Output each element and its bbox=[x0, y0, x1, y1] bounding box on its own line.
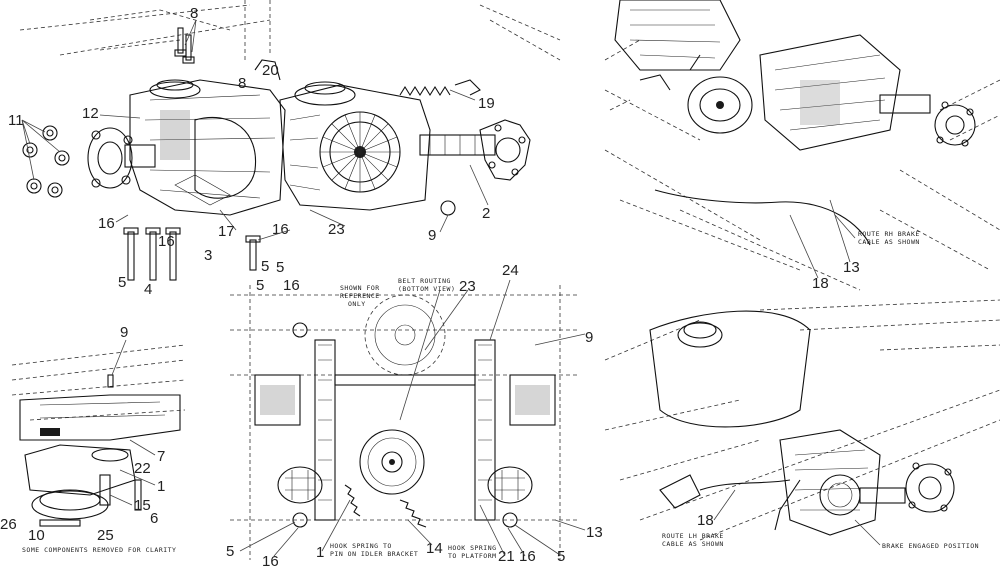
panel-lh-brake-engaged bbox=[604, 299, 1000, 541]
spring bbox=[399, 499, 427, 528]
callout-23: 23 bbox=[328, 221, 345, 238]
callout-26: 26 bbox=[0, 516, 17, 533]
callout-1: 1 bbox=[316, 544, 324, 561]
callout-16: 16 bbox=[98, 215, 115, 232]
callout-5: 5 bbox=[557, 548, 565, 565]
callout-18: 18 bbox=[812, 275, 829, 292]
callout-24: 24 bbox=[502, 262, 519, 279]
note-some-components: SOME COMPONENTS REMOVED FOR CLARITY bbox=[22, 546, 176, 554]
callout-6: 6 bbox=[150, 510, 158, 527]
left-transmission-bottom bbox=[254, 322, 336, 528]
panel-rh-brake-routing bbox=[604, 0, 1000, 291]
callout-16: 16 bbox=[158, 233, 175, 250]
note-belt-routing: BELT ROUTING(BOTTOM VIEW) bbox=[398, 277, 455, 293]
note-brake-engaged: BRAKE ENGAGED POSITION bbox=[882, 542, 979, 550]
right-axle-hub bbox=[419, 119, 531, 181]
callout-1: 1 bbox=[157, 478, 165, 495]
callout-5: 5 bbox=[261, 258, 269, 275]
idler-pulley bbox=[359, 429, 425, 495]
mounting-bolts bbox=[123, 27, 456, 281]
callout-20: 20 bbox=[262, 62, 279, 79]
callout-17: 17 bbox=[218, 223, 235, 240]
right-transmission-bottom bbox=[474, 339, 556, 528]
reference-pulley bbox=[364, 294, 446, 376]
callout-10: 10 bbox=[28, 527, 45, 544]
callout-2: 2 bbox=[482, 205, 490, 222]
callout-22: 22 bbox=[134, 460, 151, 477]
callout-8: 8 bbox=[190, 5, 198, 22]
callout-14: 14 bbox=[426, 540, 443, 557]
callout-3: 3 bbox=[204, 247, 212, 264]
callout-16: 16 bbox=[272, 221, 289, 238]
panel-idler-detail bbox=[11, 344, 186, 527]
right-transmission bbox=[279, 81, 431, 211]
callout-15: 15 bbox=[134, 497, 151, 514]
callout-5: 5 bbox=[256, 277, 264, 294]
return-spring bbox=[399, 85, 451, 97]
callout-9: 9 bbox=[428, 227, 436, 244]
callout-13: 13 bbox=[586, 524, 603, 541]
lug-nuts bbox=[22, 125, 70, 198]
callout-16: 16 bbox=[283, 277, 300, 294]
callout-12: 12 bbox=[82, 105, 99, 122]
callout-11: 11 bbox=[8, 112, 24, 129]
callout-5: 5 bbox=[226, 543, 234, 560]
spring bbox=[344, 484, 361, 517]
panel-exploded-transaxle bbox=[19, 0, 561, 281]
callout-13: 13 bbox=[843, 259, 860, 276]
left-wheel-hub bbox=[87, 127, 156, 189]
callout-9: 9 bbox=[585, 329, 593, 346]
callout-7: 7 bbox=[157, 448, 165, 465]
callout-9: 9 bbox=[120, 324, 128, 341]
fuel-tank bbox=[649, 310, 811, 428]
callout-25: 25 bbox=[97, 527, 114, 544]
callout-19: 19 bbox=[478, 95, 495, 112]
callout-8: 8 bbox=[238, 75, 246, 92]
panel-belt-routing bbox=[230, 285, 580, 560]
callout-23: 23 bbox=[459, 278, 476, 295]
callout-18: 18 bbox=[697, 512, 714, 529]
callout-21: 21 bbox=[498, 548, 515, 565]
left-transmission bbox=[129, 79, 286, 216]
callout-5: 5 bbox=[118, 274, 126, 291]
callout-4: 4 bbox=[144, 281, 152, 298]
callout-16: 16 bbox=[262, 553, 279, 570]
callout-5: 5 bbox=[276, 259, 284, 276]
